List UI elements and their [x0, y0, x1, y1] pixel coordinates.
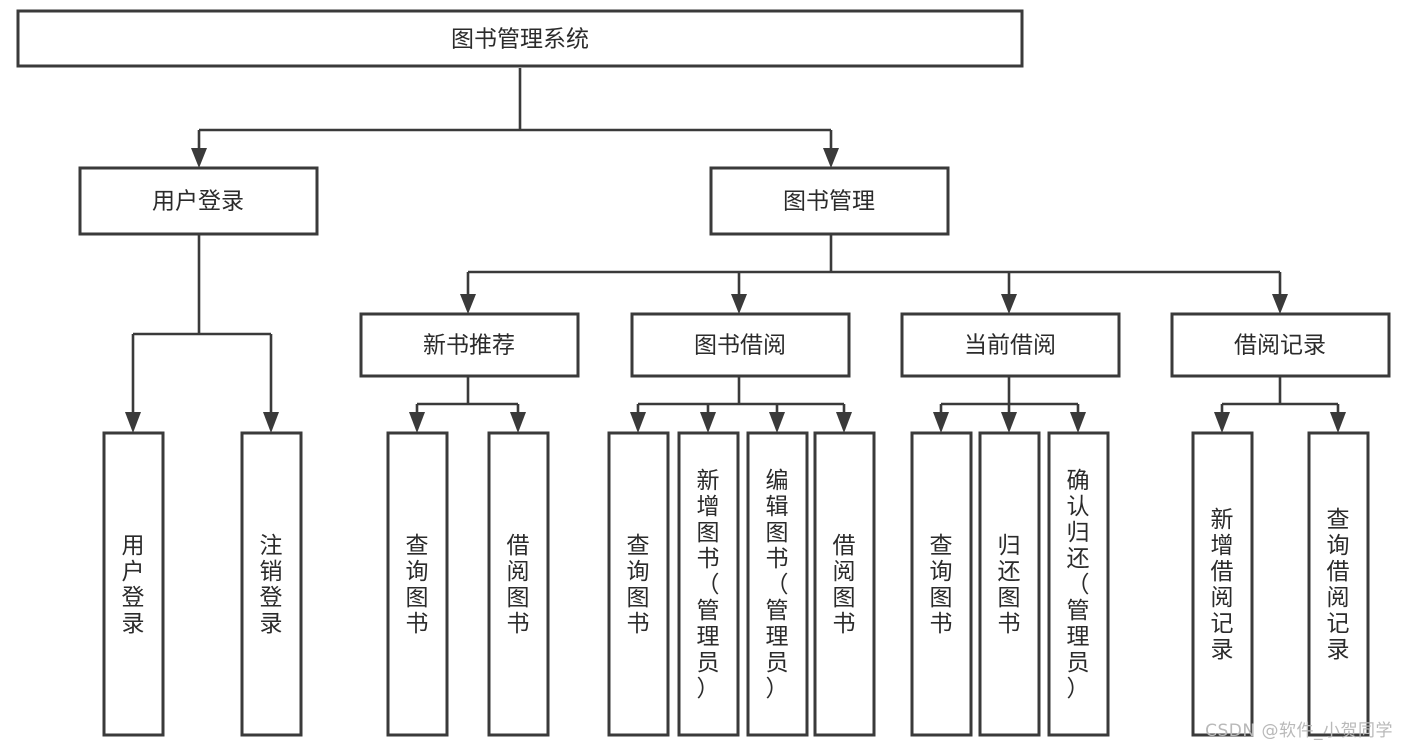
node-leaf-query-book-2-box[interactable]	[607, 431, 670, 737]
node-leaf-query-record-label: 查询借阅记录	[1327, 507, 1350, 663]
node-leaf-borrow-book-2[interactable]: 借阅图书	[813, 431, 876, 737]
node-leaf-query-book-3-label: 查询图书	[930, 533, 953, 637]
node-leaf-return-book-box[interactable]	[978, 431, 1041, 737]
node-leaf-borrow-book-2-label: 借阅图书	[833, 533, 856, 637]
node-book-manage[interactable]: 图书管理	[709, 166, 950, 236]
node-leaf-return-book-label: 归还图书	[998, 533, 1021, 637]
node-new-book-recommend-label: 新书推荐	[423, 333, 515, 359]
arrow-bm-current-borrow	[1001, 294, 1017, 314]
node-leaf-user-login-label: 用户登录	[122, 533, 145, 637]
leaf-node-group: 用户登录 注销登录 查询图书 借阅图书 查询图书 新增图书（管理员） 编辑图书（…	[102, 431, 1370, 737]
node-leaf-query-book-3-box[interactable]	[910, 431, 973, 737]
arrow-bm-borrow-record	[1272, 294, 1288, 314]
arrow-nbr-leaf-1	[409, 412, 425, 433]
node-leaf-query-book-2-label: 查询图书	[627, 533, 650, 637]
node-new-book-recommend[interactable]: 新书推荐	[359, 312, 580, 378]
arrow-bb-leaf-2	[700, 412, 716, 433]
node-borrow-record[interactable]: 借阅记录	[1170, 312, 1391, 378]
arrow-bb-leaf-4	[836, 412, 852, 433]
node-leaf-edit-book-label: 编辑图书（管理员）	[766, 468, 789, 702]
node-leaf-query-book-1-box[interactable]	[386, 431, 449, 737]
connector-layer	[125, 68, 1346, 433]
node-leaf-confirm-return-box[interactable]	[1047, 431, 1110, 737]
arrow-root-to-user-login	[191, 148, 207, 168]
node-leaf-user-login[interactable]: 用户登录	[102, 431, 165, 737]
node-leaf-query-record-box[interactable]	[1307, 431, 1370, 737]
node-leaf-logout-login[interactable]: 注销登录	[240, 431, 303, 737]
node-leaf-logout-login-box[interactable]	[240, 431, 303, 737]
node-leaf-borrow-book-1[interactable]: 借阅图书	[487, 431, 550, 737]
node-leaf-return-book[interactable]: 归还图书	[978, 431, 1041, 737]
node-leaf-borrow-book-2-box[interactable]	[813, 431, 876, 737]
node-leaf-borrow-book-1-label: 借阅图书	[507, 533, 530, 637]
node-leaf-add-book-label: 新增图书（管理员）	[697, 468, 720, 702]
node-leaf-edit-book[interactable]: 编辑图书（管理员）	[746, 431, 809, 737]
node-leaf-add-record-label: 新增借阅记录	[1211, 507, 1234, 663]
node-book-borrow-box[interactable]	[630, 312, 851, 378]
node-book-manage-label: 图书管理	[783, 189, 875, 215]
node-leaf-query-book-1[interactable]: 查询图书	[386, 431, 449, 737]
node-leaf-add-book[interactable]: 新增图书（管理员）	[677, 431, 740, 737]
node-leaf-add-book-box[interactable]	[677, 431, 740, 737]
arrow-root-to-book-manage	[823, 148, 839, 168]
node-leaf-query-record[interactable]: 查询借阅记录	[1307, 431, 1370, 737]
node-leaf-confirm-return-label: 确认归还（管理员）	[1067, 468, 1090, 702]
node-leaf-edit-book-box[interactable]	[746, 431, 809, 737]
arrow-user-login-leaf-2	[263, 412, 279, 433]
node-leaf-logout-login-label: 注销登录	[260, 533, 283, 637]
arrow-user-login-leaf-1	[125, 412, 141, 433]
arrow-bm-new-book-recommend	[460, 294, 476, 314]
node-root-label: 图书管理系统	[451, 27, 589, 53]
node-borrow-record-label: 借阅记录	[1234, 333, 1326, 359]
node-leaf-add-record[interactable]: 新增借阅记录	[1191, 431, 1254, 737]
node-user-login-box[interactable]	[78, 166, 319, 236]
node-new-book-recommend-box[interactable]	[359, 312, 580, 378]
node-borrow-record-box[interactable]	[1170, 312, 1391, 378]
arrow-bb-leaf-3	[769, 412, 785, 433]
arrow-nbr-leaf-2	[510, 412, 526, 433]
node-user-login-label: 用户登录	[152, 189, 244, 215]
arrow-cb-leaf-2	[1001, 412, 1017, 433]
node-current-borrow-label: 当前借阅	[964, 333, 1056, 359]
node-book-borrow[interactable]: 图书借阅	[630, 312, 851, 378]
node-current-borrow-box[interactable]	[900, 312, 1121, 378]
node-leaf-add-record-box[interactable]	[1191, 431, 1254, 737]
arrow-cb-leaf-3	[1070, 412, 1086, 433]
arrow-cb-leaf-1	[933, 412, 949, 433]
node-leaf-borrow-book-1-box[interactable]	[487, 431, 550, 737]
node-leaf-user-login-box[interactable]	[102, 431, 165, 737]
node-leaf-confirm-return[interactable]: 确认归还（管理员）	[1047, 431, 1110, 737]
csdn-watermark: CSDN @软件_小贺同学	[1205, 721, 1393, 741]
node-book-borrow-label: 图书借阅	[694, 333, 786, 359]
arrow-br-leaf-1	[1214, 412, 1230, 433]
node-leaf-query-book-2[interactable]: 查询图书	[607, 431, 670, 737]
arrow-br-leaf-2	[1330, 412, 1346, 433]
node-book-manage-box[interactable]	[709, 166, 950, 236]
node-leaf-query-book-1-label: 查询图书	[406, 533, 429, 637]
arrow-bb-leaf-1	[630, 412, 646, 433]
arrow-bm-book-borrow	[731, 294, 747, 314]
node-current-borrow[interactable]: 当前借阅	[900, 312, 1121, 378]
node-root[interactable]: 图书管理系统	[16, 9, 1024, 68]
node-user-login[interactable]: 用户登录	[78, 166, 319, 236]
node-root-box[interactable]	[16, 9, 1024, 68]
node-leaf-query-book-3[interactable]: 查询图书	[910, 431, 973, 737]
